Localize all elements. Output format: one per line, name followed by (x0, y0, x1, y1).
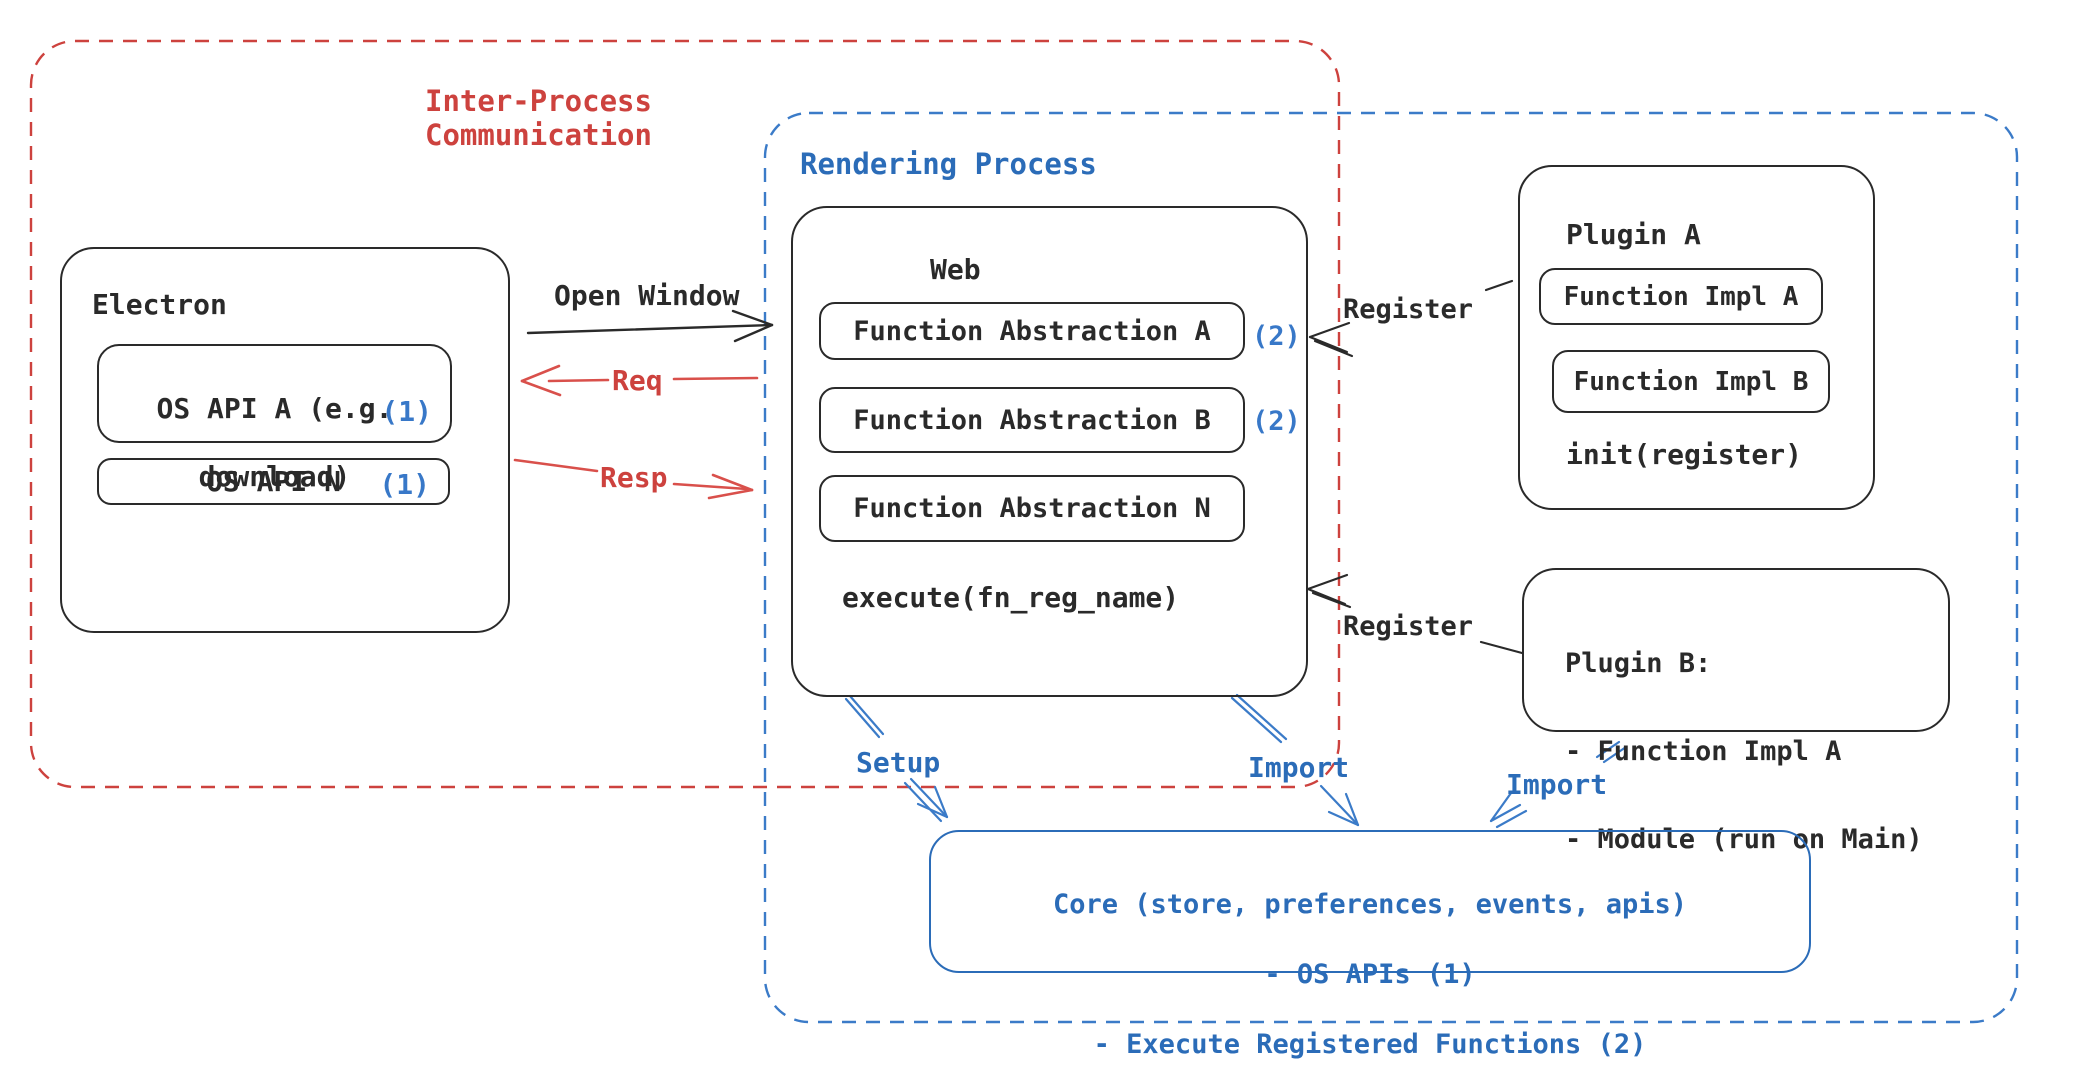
setup-arrow (844, 694, 949, 823)
function-impl-b-box: Function Impl B (1552, 350, 1830, 413)
core-line3: - Execute Registered Functions (2) (1093, 1029, 1647, 1060)
os-api-n-box: OS API N (1) (97, 458, 450, 505)
plugin-a-init-label: init(register) (1566, 438, 1803, 471)
import-web-label: Import (1248, 751, 1350, 784)
plugin-a-title: Plugin A (1566, 218, 1701, 251)
open-window-label: Open Window (554, 279, 740, 312)
rendering-process-boundary (763, 111, 2019, 1024)
os-api-a-line1: OS API A (e.g. (156, 392, 393, 425)
plugin-b-title: Plugin B: (1565, 648, 1712, 679)
electron-box (60, 247, 510, 633)
register-a-label: Register (1343, 294, 1474, 325)
ipc-title: Inter-Process Communication (425, 84, 652, 152)
req-arrow (520, 364, 759, 397)
os-api-n-label: OS API N (206, 465, 341, 498)
function-abstraction-a-label: Function Abstraction A (853, 315, 1211, 347)
resp-arrow (513, 458, 754, 500)
function-impl-a-label: Function Impl A (1563, 281, 1799, 312)
function-abstraction-a-badge: (2) (1252, 321, 1301, 352)
core-box (929, 830, 1811, 973)
electron-title: Electron (92, 288, 227, 321)
function-abstraction-a-box: Function Abstraction A (819, 302, 1245, 360)
import-web-arrow (1230, 693, 1360, 827)
rendering-process-title: Rendering Process (800, 147, 1097, 181)
function-impl-a-box: Function Impl A (1539, 268, 1823, 325)
open-window-arrow (526, 309, 774, 343)
os-api-a-line2: download) (198, 460, 351, 493)
os-api-a-badge: (1) (381, 395, 432, 428)
function-abstraction-n-box: Function Abstraction N (819, 475, 1245, 542)
function-abstraction-b-badge: (2) (1252, 406, 1301, 437)
register-b-arrow (1306, 573, 1524, 655)
function-abstraction-b-box: Function Abstraction B (819, 387, 1245, 453)
import-plugin-b-arrow (1489, 740, 1628, 829)
register-a-arrow (1308, 279, 1514, 358)
function-impl-b-label: Function Impl B (1573, 366, 1809, 397)
setup-label: Setup (856, 746, 941, 779)
req-label: Req (612, 364, 663, 397)
register-b-label: Register (1343, 611, 1474, 642)
plugin-b-item-1: - Function Impl A (1565, 736, 1842, 767)
core-line1: Core (store, preferences, events, apis) (1053, 889, 1687, 920)
function-abstraction-n-label: Function Abstraction N (853, 493, 1211, 524)
import-plugin-b-label: Import (1506, 768, 1608, 801)
ipc-boundary (29, 39, 1341, 789)
core-line2: - OS APIs (1) (1264, 959, 1476, 990)
function-abstraction-b-label: Function Abstraction B (853, 404, 1211, 436)
execute-label: execute(fn_reg_name) (842, 581, 1180, 614)
web-box (791, 206, 1308, 697)
resp-label: Resp (600, 461, 668, 494)
plugin-b-box (1522, 568, 1950, 732)
plugin-b-item-2: - Module (run on Main) (1565, 824, 1923, 855)
os-api-n-badge: (1) (379, 468, 430, 501)
os-api-a-box: OS API A (e.g. download) (1) (97, 344, 452, 493)
plugin-a-box (1518, 165, 1875, 510)
web-title: Web (930, 253, 981, 286)
